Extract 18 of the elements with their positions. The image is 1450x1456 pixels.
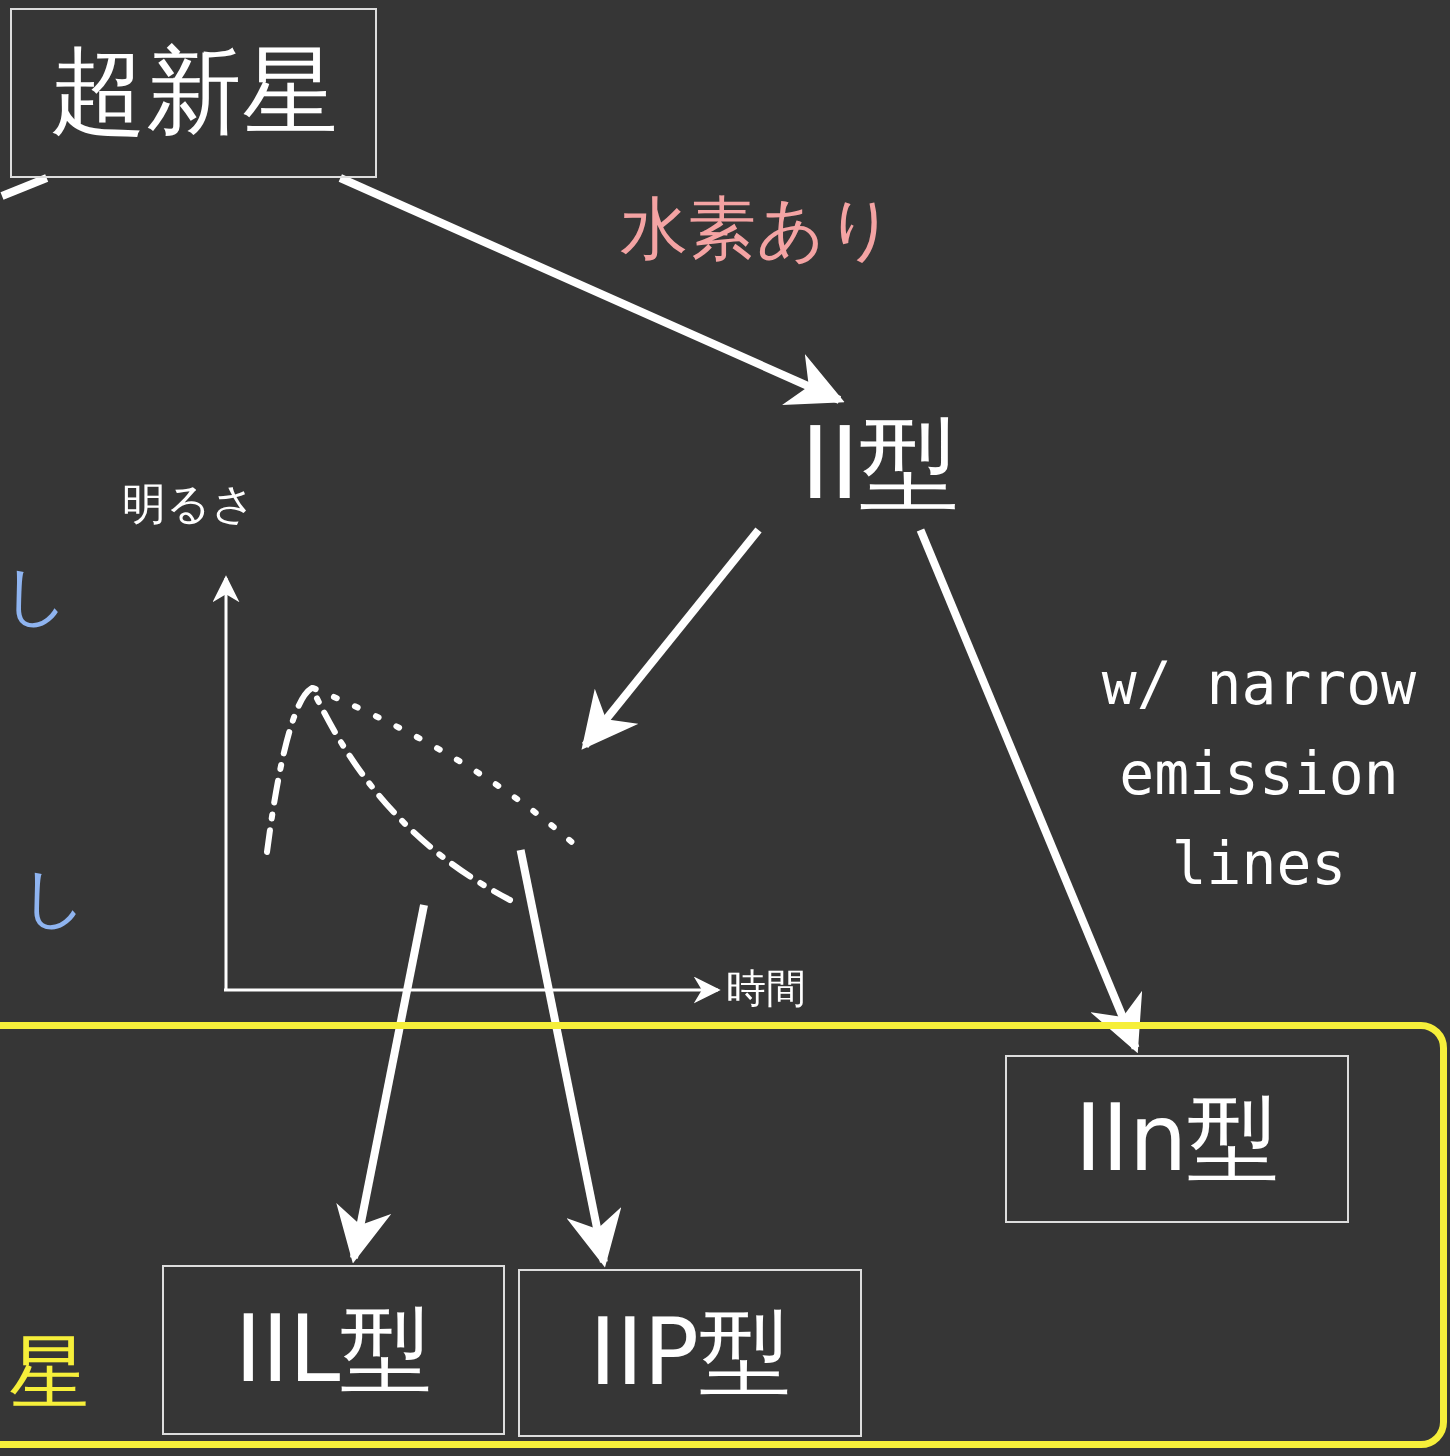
- edge-label: 水素あり: [620, 192, 896, 267]
- arrow: [581, 527, 762, 750]
- arrow: [516, 849, 622, 1268]
- edge-label: w/ narrow emission lines: [1100, 649, 1418, 900]
- axis-label: 時間: [726, 966, 806, 1010]
- arrow: [336, 904, 428, 1264]
- side-text: し: [20, 862, 88, 935]
- type-label: II型: [800, 403, 960, 524]
- arrow: [916, 528, 1143, 1054]
- arrow: [338, 174, 845, 406]
- process-box: IIL型: [162, 1265, 505, 1435]
- group-title: 星: [9, 1329, 89, 1417]
- side-text: し: [2, 560, 70, 633]
- process-box: 超新星: [10, 8, 377, 178]
- group-band: [0, 1022, 1447, 1448]
- process-box: IIP型: [518, 1269, 862, 1437]
- axis-label: 明るさ: [122, 480, 256, 529]
- process-box: IIn型: [1005, 1055, 1349, 1223]
